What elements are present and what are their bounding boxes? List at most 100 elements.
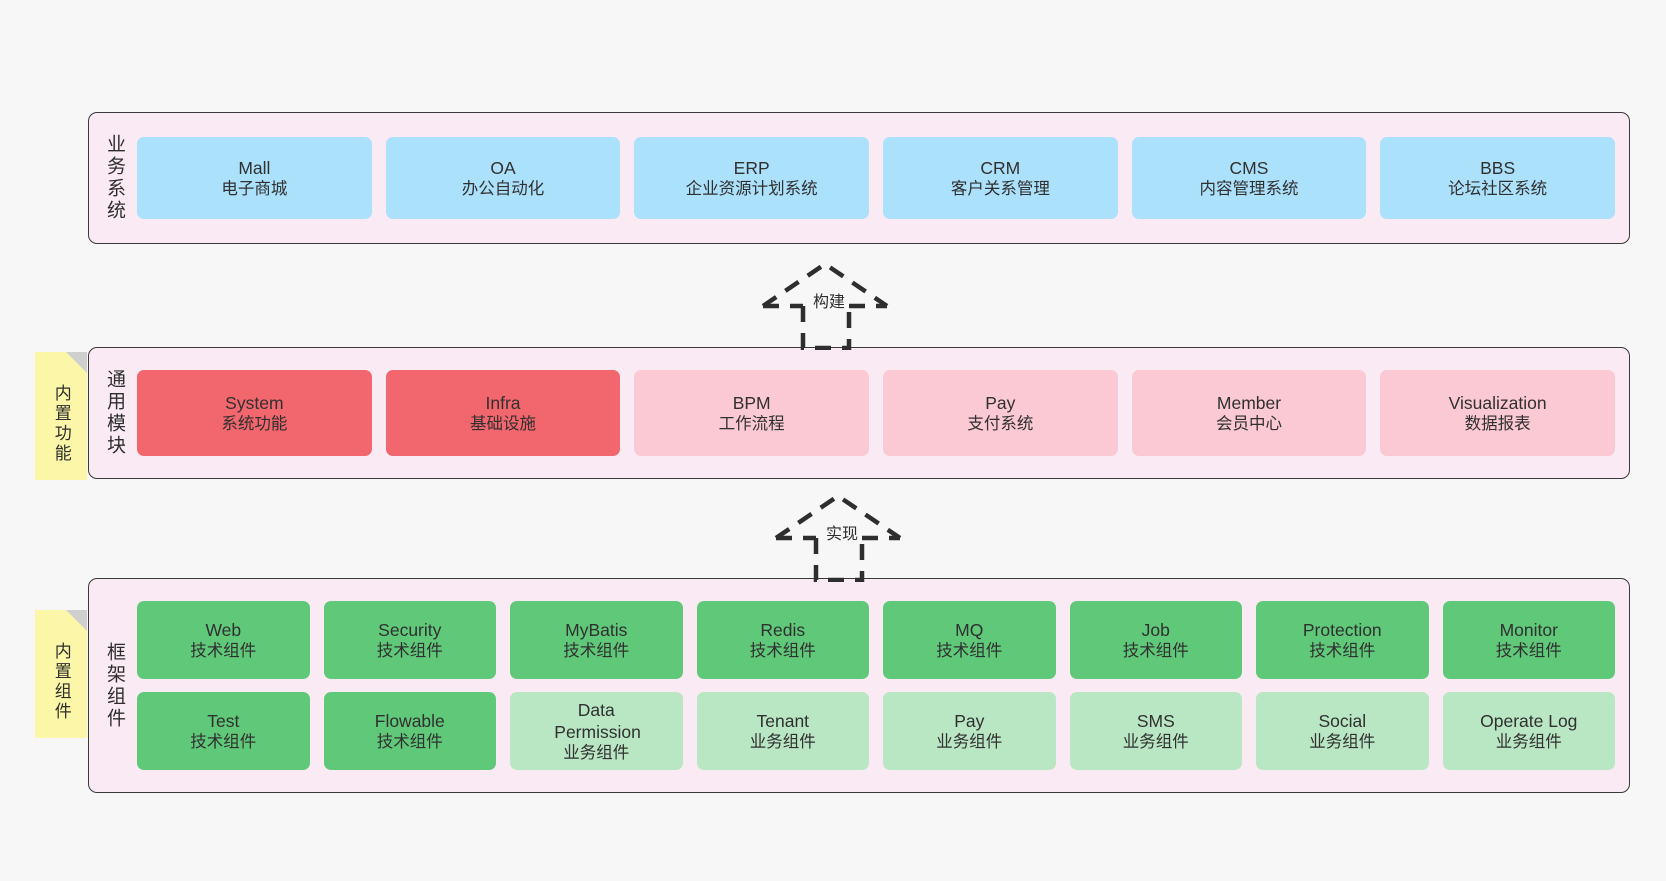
card-visualization[interactable]: Visualization 数据报表 [1380, 370, 1615, 456]
framework-business-row: Test 技术组件 Flowable 技术组件 Data Permission … [137, 692, 1616, 770]
card-subtitle: 业务组件 [749, 732, 816, 751]
card-social[interactable]: Social 业务组件 [1256, 692, 1429, 770]
arrow-implement-icon [774, 493, 902, 583]
card-title: Security [378, 619, 442, 640]
card-title: Flowable [374, 710, 445, 731]
card-subtitle: 基础设施 [470, 414, 537, 433]
card-title: Pay [954, 710, 985, 731]
card-subtitle: 会员中心 [1215, 414, 1282, 433]
card-subtitle: 技术组件 [376, 641, 443, 660]
card-title: Data Permission [554, 699, 641, 742]
card-title: CMS [1229, 157, 1269, 178]
card-subtitle: 业务组件 [1495, 732, 1562, 751]
card-title: Tenant [756, 710, 810, 731]
card-title: MyBatis [565, 619, 628, 640]
card-infra[interactable]: Infra 基础设施 [385, 370, 621, 456]
arrow-build: 构建 [755, 258, 905, 351]
card-title: Web [205, 619, 242, 640]
layer-framework-components: 框架组件 Web 技术组件 Security 技术组件 MyBatis 技术组件… [88, 578, 1630, 793]
arrow-implement: 实现 [768, 490, 918, 583]
card-pay-component[interactable]: Pay 业务组件 [883, 692, 1056, 770]
card-sms[interactable]: SMS 业务组件 [1069, 692, 1243, 770]
card-title: ERP [733, 157, 770, 178]
card-title: Job [1141, 619, 1170, 640]
card-subtitle: 业务组件 [1309, 732, 1376, 751]
sticky-note-label: 内置功能 [51, 384, 71, 464]
layer-title-framework-components: 框架组件 [104, 641, 126, 730]
card-title: Social [1318, 710, 1367, 731]
card-title: CRM [980, 157, 1021, 178]
card-title: OA [490, 157, 516, 178]
card-title: Infra [485, 392, 521, 413]
card-subtitle: 技术组件 [1495, 641, 1562, 660]
card-mybatis[interactable]: MyBatis 技术组件 [510, 601, 683, 679]
card-title: Visualization [1448, 392, 1547, 413]
card-data-permission[interactable]: Data Permission 业务组件 [510, 692, 683, 770]
card-pay[interactable]: Pay 支付系统 [883, 370, 1118, 456]
card-web[interactable]: Web 技术组件 [137, 601, 310, 679]
card-erp[interactable]: ERP 企业资源计划系统 [634, 137, 869, 219]
card-title: System [225, 392, 284, 413]
card-subtitle: 技术组件 [563, 641, 630, 660]
card-subtitle: 技术组件 [190, 732, 257, 751]
card-title: MQ [955, 619, 984, 640]
arrow-build-icon [761, 261, 889, 351]
card-flowable[interactable]: Flowable 技术组件 [323, 692, 497, 770]
card-subtitle: 技术组件 [749, 641, 816, 660]
arrow-implement-label: 实现 [824, 520, 861, 544]
card-mq[interactable]: MQ 技术组件 [883, 601, 1056, 679]
layer-title-common-modules: 通用模块 [104, 369, 126, 457]
card-title: Pay [985, 392, 1016, 413]
card-subtitle: 技术组件 [1309, 641, 1376, 660]
card-subtitle: 业务组件 [563, 743, 630, 762]
card-redis[interactable]: Redis 技术组件 [696, 601, 870, 679]
card-bpm[interactable]: BPM 工作流程 [634, 370, 869, 456]
card-title: BPM [732, 392, 771, 413]
card-title: Operate Log [1480, 710, 1578, 731]
card-subtitle: 技术组件 [190, 641, 257, 660]
card-subtitle: 数据报表 [1464, 414, 1531, 433]
card-title: BBS [1480, 157, 1516, 178]
card-subtitle: 工作流程 [718, 414, 785, 433]
card-monitor[interactable]: Monitor 技术组件 [1442, 601, 1616, 679]
card-subtitle: 系统功能 [221, 414, 288, 433]
layer-business-systems: 业务系统 Mall 电子商城 OA 办公自动化 ERP 企业资源计划系统 CRM… [88, 112, 1630, 244]
card-test[interactable]: Test 技术组件 [137, 692, 310, 770]
card-cms[interactable]: CMS 内容管理系统 [1131, 137, 1367, 219]
card-crm[interactable]: CRM 客户关系管理 [883, 137, 1118, 219]
card-subtitle: 客户关系管理 [950, 179, 1050, 198]
layer-body-framework-components: Web 技术组件 Security 技术组件 MyBatis 技术组件 Redi… [129, 579, 1629, 792]
layer-body-common-modules: System 系统功能 Infra 基础设施 BPM 工作流程 Pay 支付系统… [129, 348, 1629, 478]
sticky-note-builtin-features: 内置功能 [35, 352, 87, 480]
card-title: Protection [1302, 619, 1382, 640]
card-title: Mall [238, 157, 271, 178]
layer-body-business-systems: Mall 电子商城 OA 办公自动化 ERP 企业资源计划系统 CRM 客户关系… [129, 113, 1629, 243]
card-subtitle: 论坛社区系统 [1448, 179, 1548, 198]
card-job[interactable]: Job 技术组件 [1069, 601, 1243, 679]
card-tenant[interactable]: Tenant 业务组件 [696, 692, 870, 770]
card-member[interactable]: Member 会员中心 [1131, 370, 1367, 456]
card-system[interactable]: System 系统功能 [137, 370, 372, 456]
sticky-note-builtin-components: 内置组件 [35, 610, 87, 738]
card-subtitle: 电子商城 [221, 179, 288, 198]
card-subtitle: 技术组件 [936, 641, 1003, 660]
framework-tech-row: Web 技术组件 Security 技术组件 MyBatis 技术组件 Redi… [137, 601, 1616, 679]
card-subtitle: 内容管理系统 [1199, 179, 1299, 198]
card-subtitle: 企业资源计划系统 [685, 179, 818, 198]
card-operate-log[interactable]: Operate Log 业务组件 [1442, 692, 1616, 770]
card-security[interactable]: Security 技术组件 [323, 601, 497, 679]
card-title: Test [207, 710, 240, 731]
layer-title-business-systems: 业务系统 [104, 134, 126, 222]
card-title: Monitor [1499, 619, 1558, 640]
layer-common-modules: 通用模块 System 系统功能 Infra 基础设施 BPM 工作流程 Pay… [88, 347, 1630, 479]
sticky-note-label: 内置组件 [51, 642, 71, 722]
card-bbs[interactable]: BBS 论坛社区系统 [1380, 137, 1615, 219]
folded-corner-icon [66, 610, 87, 631]
card-mall[interactable]: Mall 电子商城 [137, 137, 372, 219]
card-title: Member [1216, 392, 1282, 413]
card-subtitle: 办公自动化 [461, 179, 545, 198]
card-subtitle: 支付系统 [967, 414, 1034, 433]
card-oa[interactable]: OA 办公自动化 [385, 137, 621, 219]
card-protection[interactable]: Protection 技术组件 [1256, 601, 1429, 679]
